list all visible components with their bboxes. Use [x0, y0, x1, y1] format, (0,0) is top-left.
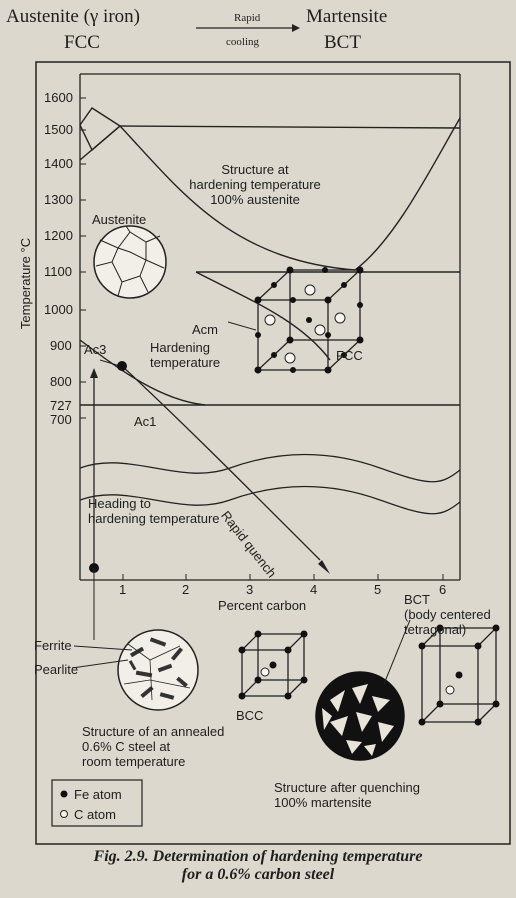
martensite-circle [315, 671, 405, 761]
plot-axes [79, 73, 461, 581]
x-tick: 6 [439, 582, 447, 597]
y-tick: 900 [50, 338, 72, 353]
acm-label: Acm [192, 322, 218, 337]
bct-unit-cell [421, 627, 497, 723]
hardening-point [117, 361, 127, 371]
structure-hardening-label: Structure at hardening temperature 100% … [189, 162, 321, 207]
bct-label: BCT (body centered tetragonal) [404, 592, 491, 637]
legend-box [51, 779, 143, 827]
bcc-unit-cell [241, 633, 305, 697]
y-tick: 1500 [44, 122, 73, 137]
x-tick: 5 [374, 582, 382, 597]
figure-caption: Fig. 2.9. Determination of hardening tem… [93, 848, 423, 883]
header-right-sub: BCT [324, 32, 361, 53]
y-tick: 800 [50, 374, 72, 389]
header-arrow-top: Rapid [234, 12, 261, 24]
heading-label: Heading to hardening temperature [88, 496, 220, 526]
x-tick: 2 [182, 582, 190, 597]
bcc-label: BCC [236, 708, 264, 723]
y-tick: 1200 [44, 228, 73, 243]
ac1-label: Ac1 [134, 414, 157, 429]
ferrite-label: Ferrite [34, 638, 72, 653]
hardening-temp-label: Hardening temperature [150, 340, 221, 370]
y-tick: 727 [50, 398, 72, 413]
y-tick: 700 [50, 412, 72, 427]
header-arrow-bottom: cooling [226, 36, 259, 48]
y-axis-label: Temperature °C [18, 237, 34, 330]
x-axis-label: Percent carbon [218, 598, 307, 613]
austenite-grains-circle [93, 225, 167, 299]
y-tick: 1300 [44, 192, 73, 207]
fcc-label: FCC [336, 348, 363, 363]
pearlite-circle [117, 629, 199, 711]
legend-c-atom: C atom [74, 807, 116, 822]
after-quench-label: Structure after quenching 100% martensit… [274, 780, 420, 810]
legend-fe-atom: Fe atom [74, 787, 122, 802]
y-tick: 1000 [44, 302, 73, 317]
pearlite-label: Pearlite [34, 662, 79, 677]
x-tick: 3 [246, 582, 254, 597]
header-right-title: Martensite [306, 6, 388, 27]
y-tick: 1600 [44, 90, 73, 105]
austenite-label: Austenite [92, 212, 147, 227]
y-tick: 1100 [44, 264, 72, 279]
y-tick: 1400 [44, 156, 73, 171]
phase-lines [79, 107, 461, 406]
ac3-label: Ac3 [84, 342, 107, 357]
x-tick: 1 [119, 582, 127, 597]
annealed-structure-label: Structure of an annealed 0.6% C steel at… [82, 724, 225, 769]
x-tick: 4 [310, 582, 318, 597]
header-left-sub: FCC [64, 32, 100, 53]
header-left-title: Austenite (γ iron) [6, 6, 140, 27]
